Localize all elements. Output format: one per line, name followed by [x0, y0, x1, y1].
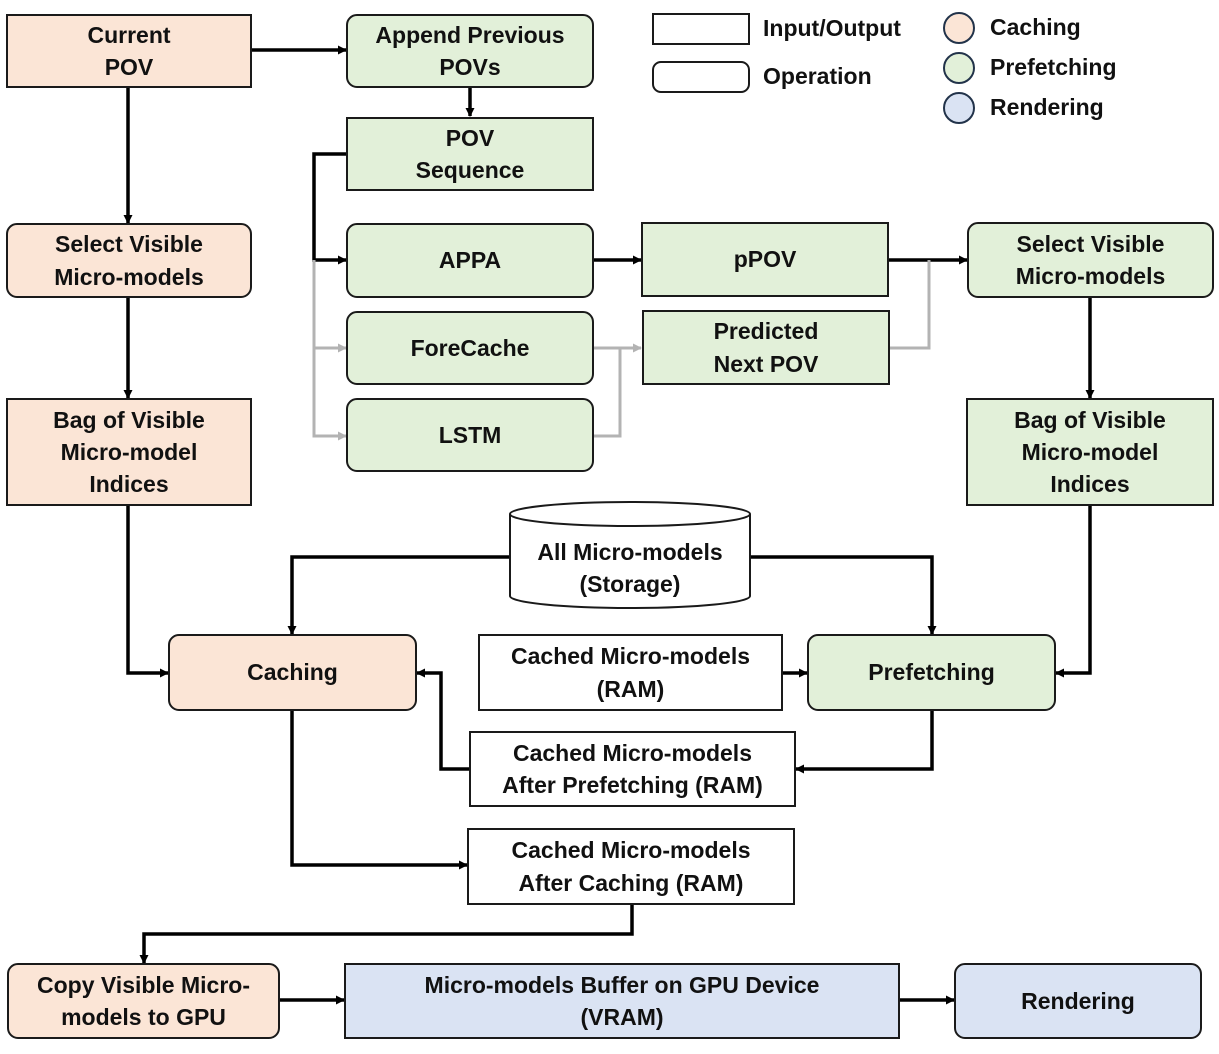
edge-lstm-to-predicted — [594, 348, 622, 438]
caching-node: Caching — [168, 634, 417, 711]
edge-predicted-to-select-right — [890, 260, 931, 350]
edge-bag-left-to-caching — [126, 506, 169, 678]
cached-after-caching-node: Cached Micro-models After Caching (RAM) — [467, 828, 795, 905]
lstm-node: LSTM — [346, 398, 594, 472]
edge-storage-to-caching — [287, 555, 510, 635]
cached-ram-node: Cached Micro-models (RAM) — [478, 634, 783, 711]
edge-caching-to-after-caching — [290, 711, 468, 870]
edge-after-caching-to-copy — [139, 905, 634, 964]
ppov-node: pPOV — [641, 222, 889, 297]
edge-sequence-to-lstm — [312, 348, 347, 441]
edge-bag-right-to-prefetching — [1055, 506, 1092, 678]
rendering-node: Rendering — [954, 963, 1202, 1039]
legend-io-swatch — [652, 13, 750, 45]
storage-cylinder — [509, 501, 751, 609]
copy-to-gpu-node: Copy Visible Micro- models to GPU — [7, 963, 280, 1039]
legend-rendering-label: Rendering — [990, 94, 1104, 120]
edge-sequence-to-appa — [312, 152, 347, 265]
prefetching-node: Prefetching — [807, 634, 1056, 711]
current-pov-node: Current POV — [6, 14, 252, 88]
gpu-buffer-node: Micro-models Buffer on GPU Device (VRAM) — [344, 963, 900, 1039]
all-micro-models-storage-label: All Micro-models (Storage) — [537, 538, 723, 597]
edge-after-prefetching-to-caching — [416, 668, 469, 771]
bag-visible-left-node: Bag of Visible Micro-model Indices — [6, 398, 252, 506]
predicted-next-pov-node: Predicted Next POV — [642, 310, 890, 385]
legend-prefetching-label: Prefetching — [990, 54, 1117, 80]
legend-prefetching-swatch — [943, 52, 975, 84]
legend-op-label: Operation — [763, 63, 872, 89]
select-visible-right-node: Select Visible Micro-models — [967, 222, 1214, 298]
appa-node: APPA — [346, 223, 594, 298]
bag-visible-right-node: Bag of Visible Micro-model Indices — [966, 398, 1214, 506]
legend-rendering-swatch — [943, 92, 975, 124]
forecache-node: ForeCache — [346, 311, 594, 385]
append-previous-povs-node: Append Previous POVs — [346, 14, 594, 88]
legend-op-swatch — [652, 61, 750, 93]
legend-caching-swatch — [943, 12, 975, 44]
select-visible-left-node: Select Visible Micro-models — [6, 223, 252, 298]
pov-sequence-node: POV Sequence — [346, 117, 594, 191]
edge-storage-to-prefetching — [750, 555, 937, 635]
legend-caching-label: Caching — [990, 14, 1081, 40]
edge-sequence-to-forecache — [312, 260, 347, 353]
legend-io-label: Input/Output — [763, 15, 901, 41]
edge-prefetching-to-after-prefetching — [795, 711, 934, 774]
cached-after-prefetching-node: Cached Micro-models After Prefetching (R… — [469, 731, 796, 807]
